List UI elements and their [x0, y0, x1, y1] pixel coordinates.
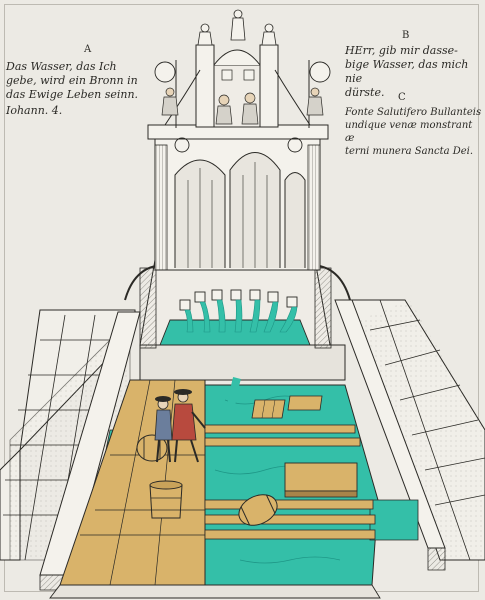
fountain-basin — [124, 259, 351, 349]
front-step — [49, 584, 381, 599]
caption-a: Das Wasser, das Ich gebe, wird ein Bronn… — [6, 60, 154, 118]
flag-bearer-left — [154, 60, 179, 128]
tabernacle-panel-a — [221, 69, 233, 81]
overflow-stream — [225, 376, 241, 419]
label-b: B — [402, 30, 410, 41]
bather-left — [154, 396, 173, 463]
right-stone-paving — [334, 299, 485, 571]
caption-b-line-1: HErr, gib mir dasse- — [345, 44, 458, 57]
caption-c-line-2: undique venæ monstrant æ — [345, 120, 473, 144]
caption-a-line-1: Das Wasser, das Ich — [6, 60, 117, 73]
label-c: C — [398, 92, 406, 103]
label-a: A — [84, 44, 92, 55]
pool-back-ledge — [139, 344, 346, 381]
gothic-canopy — [147, 9, 329, 271]
caption-a-line-3: das Ewige Leben seinn. — [6, 88, 139, 101]
caption-a-reference: Iohann. 4. — [6, 104, 63, 117]
caption-b-line-3: dürste. — [345, 86, 385, 99]
plank-bridges — [204, 424, 376, 540]
bathers — [154, 389, 206, 463]
caption-c: Fonte Salutifero Bullanteis undique venæ… — [345, 106, 483, 158]
caption-c-line-3: terni munera Sancta Dei. — [345, 146, 474, 157]
water-spouts — [179, 289, 298, 419]
bather-right — [171, 389, 206, 463]
flag-bearer-right — [306, 60, 331, 128]
caption-a-line-2: gebe, wird ein Bronn in — [6, 74, 138, 87]
tabernacle-panel-b — [243, 69, 255, 81]
caption-b: HErr, gib mir dasse- bige Wasser, das mi… — [345, 44, 483, 100]
wooden-tub — [149, 484, 183, 519]
caption-c-line-1: Fonte Salutifero Bullanteis — [345, 107, 482, 118]
caption-b-line-2: bige Wasser, das mich nie — [345, 58, 469, 85]
floating-trays — [251, 395, 358, 498]
